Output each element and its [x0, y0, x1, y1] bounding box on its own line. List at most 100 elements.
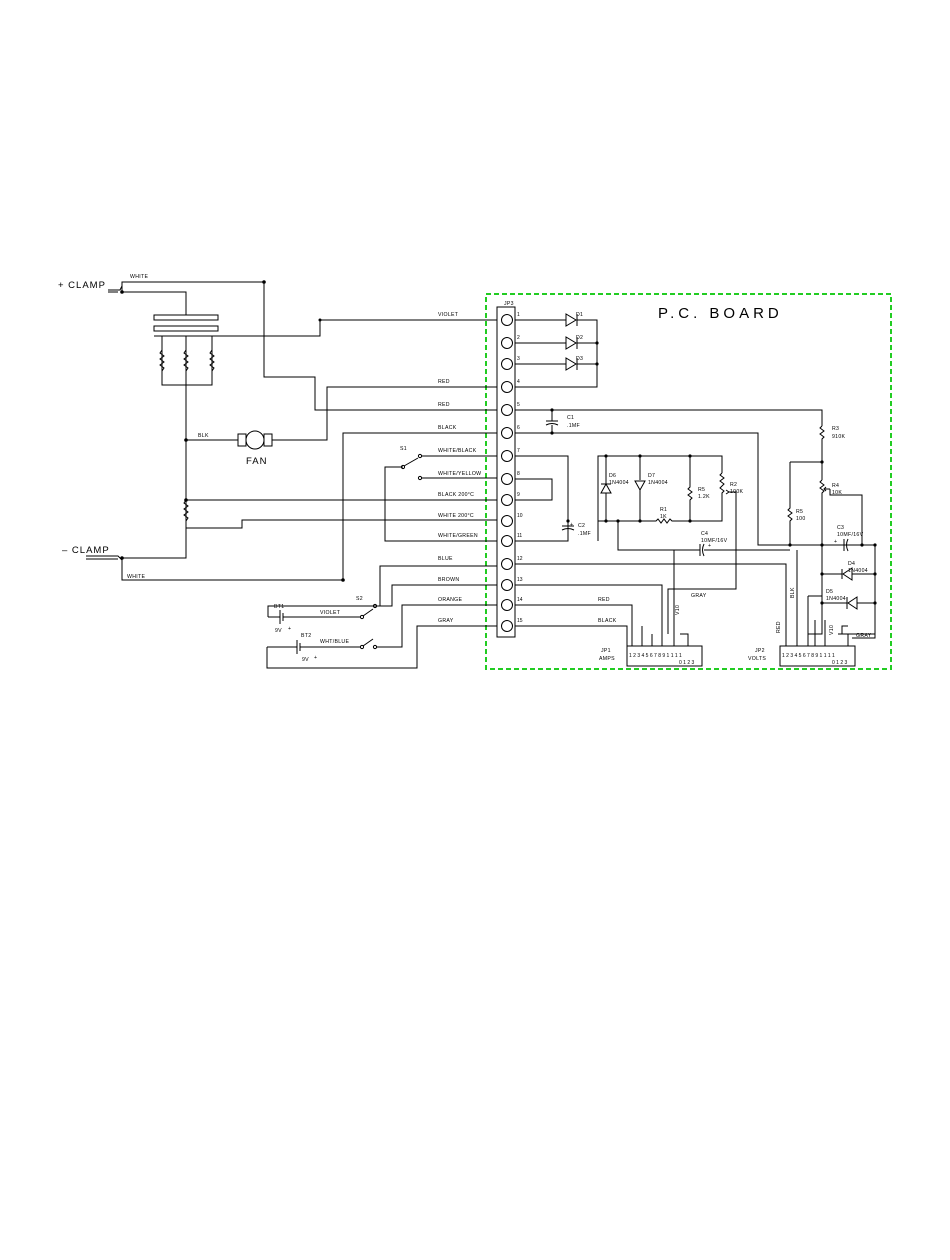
jp3-pin-number: 10: [517, 513, 523, 519]
bt2-plus: +: [314, 655, 317, 661]
r1-value: 1K: [660, 514, 667, 520]
jp3-wire-label: VIOLET: [438, 312, 459, 318]
s2-label: S2: [356, 596, 363, 602]
positive-clamp-label: + CLAMP: [58, 280, 106, 291]
jp2-label: VOLTS: [748, 656, 766, 662]
c4-name: C4: [701, 531, 708, 537]
d2-label: D2: [576, 335, 583, 341]
jp1-pins-bottom: 0 1 2 3: [679, 660, 695, 666]
jp3-pin-number: 15: [517, 618, 523, 624]
jp3-wire-label: RED: [438, 402, 450, 408]
c2-name: C2: [578, 523, 585, 529]
jp1-connector: [626, 645, 703, 667]
jp3-pin-15: [501, 620, 513, 632]
pc-board-border: [485, 293, 892, 670]
white-wire-top: [121, 281, 497, 411]
jp3-pin-number: 3: [517, 356, 520, 362]
r4-name: R4: [832, 483, 839, 489]
blk-jp2-label: BLK: [790, 587, 796, 598]
jp3-wire-label: WHITE 200°C: [438, 513, 474, 519]
jp3-wire-label: RED: [438, 379, 450, 385]
bt2-battery: [266, 625, 497, 669]
c4-value: 10MF/16V: [701, 538, 728, 544]
white-wire-bottom-label: WHITE: [127, 574, 145, 580]
r3-name: R3: [832, 426, 839, 432]
jp3-pin-8: [501, 473, 513, 485]
jp3-pin-11: [501, 535, 513, 547]
negative-clamp: [86, 555, 123, 561]
jp3-wire-label: BLUE: [438, 556, 453, 562]
r5a-name: R5: [698, 487, 705, 493]
r2-name: R2: [730, 482, 737, 488]
jp3-pin-number: 6: [517, 425, 520, 431]
bt1-name: BT1: [274, 604, 284, 610]
jp1-name: JP1: [601, 648, 611, 654]
c3-plus: +: [834, 539, 837, 545]
white-wire-top-label: WHITE: [130, 274, 148, 280]
bt1-battery: [267, 565, 497, 624]
jp2-name: JP2: [755, 648, 765, 654]
d7-value: 1N4004: [648, 480, 668, 486]
red-jp2-label: RED: [776, 621, 782, 633]
jp3-wire-label: BLACK: [438, 425, 457, 431]
jp3-wire-label: WHITE/GREEN: [438, 533, 478, 539]
bt2-value: 9V: [302, 657, 309, 663]
bt1-plus: +: [288, 626, 291, 632]
jp3-pin-number: 1: [517, 312, 520, 318]
jp3-pin-number: 9: [517, 492, 520, 498]
s1-switch[interactable]: [384, 453, 497, 542]
d5-value: 1N4004: [826, 596, 846, 602]
jp3-pin-5: [501, 404, 513, 416]
jp3-pin-7: [501, 450, 513, 462]
c2-value: .1MF: [578, 531, 591, 537]
jp3-wire-label: WHITE/BLACK: [438, 448, 477, 454]
gray-mid-label: GRAY: [691, 593, 707, 599]
jp3-pin-14: [501, 599, 513, 611]
jp3-pin-number: 4: [517, 379, 520, 385]
r1-name: R1: [660, 507, 667, 513]
jp2-connector: [779, 645, 856, 667]
c4-plus: +: [708, 543, 711, 549]
wht-blue-label: WHT/BLUE: [320, 639, 349, 645]
fan-label: FAN: [246, 456, 267, 467]
s1-label: S1: [400, 446, 407, 452]
d3-label: D3: [576, 356, 583, 362]
jp1-label: AMPS: [599, 656, 615, 662]
c1-name: C1: [567, 415, 574, 421]
fan-motor: [186, 386, 497, 450]
v10-a-label: V10: [675, 605, 681, 615]
jp3-wire-label: GRAY: [438, 618, 454, 624]
d4-value: 1N4004: [848, 568, 868, 574]
jp3-pin-4: [501, 381, 513, 393]
jp3-name: JP3: [504, 301, 514, 307]
jp3-pin-13: [501, 579, 513, 591]
jp3-pin-1: [501, 314, 513, 326]
negative-clamp-label: – CLAMP: [62, 545, 110, 556]
r4-value: 10K: [832, 490, 842, 496]
positive-clamp: [108, 285, 123, 293]
c2-plus: +: [570, 522, 573, 528]
d4-name: D4: [848, 561, 855, 567]
shunt-assembly: [122, 291, 497, 559]
jp1-pins-top: 1 2 3 4 5 6 7 8 9 1 1 1 1: [629, 653, 682, 659]
white-200c-wire: [186, 519, 497, 529]
violet-wire-label: VIOLET: [320, 610, 341, 616]
jp3-pin-3: [501, 358, 513, 370]
wire-labels: VIOLET RED RED BLACK WHITE/BLACK WHITE/YELLOW…: [438, 312, 481, 624]
c3-name: C3: [837, 525, 844, 531]
jp3-pin-number: 7: [517, 448, 520, 454]
jp3-wire-label: ORANGE: [438, 597, 463, 603]
d6-value: 1N4004: [609, 480, 629, 486]
jp2-pins-top: 1 2 3 4 5 6 7 8 9 1 1 1 1: [782, 653, 835, 659]
bt2-name: BT2: [301, 633, 311, 639]
bt1-value: 9V: [275, 628, 282, 634]
jp3-pin-number: 2: [517, 335, 520, 341]
jp3-wire-label: BLACK 200°C: [438, 492, 474, 498]
s2-switch[interactable]: [359, 584, 497, 650]
jp3-pin-2: [501, 337, 513, 349]
fan-blk-label: BLK: [198, 433, 209, 439]
jp3-wire-label: WHITE/YELLOW: [438, 471, 481, 477]
jp3-pin-10: [501, 515, 513, 527]
